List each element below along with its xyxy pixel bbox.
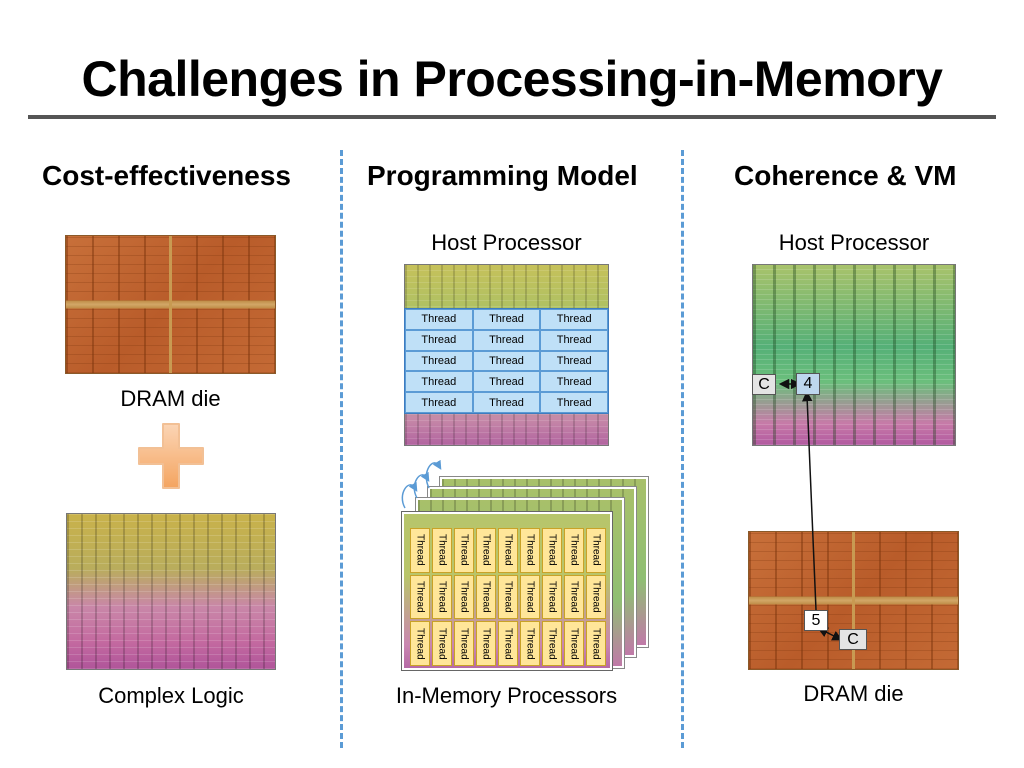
- pim-thread-label: Thread: [502, 534, 514, 567]
- column-divider-left: [340, 150, 343, 748]
- pim-thread-cell: Thread: [564, 574, 584, 620]
- pim-thread-cell: Thread: [498, 621, 518, 666]
- heading-cost-effectiveness: Cost-effectiveness: [42, 160, 291, 191]
- host-cache-tag: C: [752, 374, 776, 395]
- pim-thread-label: Thread: [436, 534, 448, 567]
- pim-thread-label: Thread: [458, 627, 470, 660]
- complex-logic-caption: Complex Logic: [98, 683, 244, 708]
- pim-thread-label: Thread: [436, 627, 448, 660]
- pim-thread-label: Thread: [546, 627, 558, 660]
- pim-thread-label: Thread: [502, 581, 514, 613]
- pim-thread-cell: Thread: [476, 528, 496, 573]
- host-step-4-tag: 4: [796, 373, 820, 395]
- pim-thread-label: Thread: [546, 581, 558, 613]
- pim-thread-label: Thread: [502, 627, 514, 660]
- host-thread-cell: Thread: [405, 329, 473, 351]
- coherence-arrows: [778, 378, 843, 641]
- pim-thread-label: Thread: [414, 534, 426, 567]
- pim-thread-cell: Thread: [476, 621, 496, 666]
- pim-thread-cell: Thread: [520, 528, 540, 573]
- dram-cache-tag: C: [839, 629, 867, 650]
- pim-thread-cell: Thread: [454, 574, 474, 620]
- pim-thread-cell: Thread: [564, 621, 584, 666]
- pim-thread-label: Thread: [546, 534, 558, 567]
- slide-title: Challenges in Processing-in-Memory: [81, 51, 943, 107]
- pim-thread-cell: Thread: [432, 621, 452, 666]
- heading-programming-model: Programming Model: [367, 160, 638, 191]
- pim-thread-cell: Thread: [520, 574, 540, 620]
- host-thread-cell: Thread: [540, 350, 608, 372]
- host-processor-caption: Host Processor: [431, 230, 582, 255]
- pim-thread-cell: Thread: [432, 574, 452, 620]
- pim-thread-label: Thread: [524, 534, 536, 567]
- host-thread-cell: Thread: [405, 392, 473, 413]
- pim-thread-cell: Thread: [498, 528, 518, 573]
- host-thread-cell: Thread: [540, 371, 608, 393]
- pim-thread-label: Thread: [436, 581, 448, 613]
- title-underline: [28, 115, 996, 119]
- pim-thread-cell: Thread: [586, 528, 606, 573]
- pim-thread-cell: Thread: [498, 574, 518, 620]
- host-thread-cell: Thread: [472, 309, 541, 330]
- host-thread-cell: Thread: [540, 309, 608, 330]
- host-thread-cell: Thread: [540, 329, 608, 351]
- plus-icon: [137, 422, 205, 490]
- pim-thread-label: Thread: [480, 581, 492, 613]
- complex-logic-image: [66, 513, 276, 670]
- coherence-host-caption: Host Processor: [778, 230, 930, 255]
- pim-thread-cell: Thread: [432, 528, 452, 573]
- pim-curved-arrows: [401, 459, 442, 509]
- pim-thread-cell: Thread: [586, 621, 606, 666]
- dram-die-caption: DRAM die: [120, 386, 221, 411]
- pim-thread-label: Thread: [480, 627, 492, 660]
- pim-thread-cell: Thread: [542, 621, 562, 666]
- pim-thread-cell: Thread: [542, 574, 562, 620]
- pim-thread-cell: Thread: [410, 528, 430, 573]
- host-thread-cell: Thread: [405, 309, 473, 330]
- pim-thread-cell: Thread: [410, 574, 430, 620]
- pim-thread-label: Thread: [568, 627, 580, 660]
- pim-thread-cell: Thread: [542, 528, 562, 573]
- pim-thread-label: Thread: [568, 581, 580, 613]
- pim-thread-cell: Thread: [564, 528, 584, 573]
- pim-thread-label: Thread: [590, 534, 602, 567]
- host-thread-cell: Thread: [472, 371, 541, 393]
- host-thread-cell: Thread: [472, 329, 541, 351]
- pim-thread-cell: Thread: [586, 574, 606, 620]
- column-divider-right: [681, 150, 684, 748]
- in-memory-processors-caption: In-Memory Processors: [395, 683, 618, 708]
- host-thread-cell: Thread: [540, 392, 608, 413]
- pim-thread-label: Thread: [590, 627, 602, 660]
- pim-thread-label: Thread: [524, 581, 536, 613]
- dram-step-5-tag: 5: [804, 610, 828, 631]
- host-thread-cell: Thread: [472, 350, 541, 372]
- pim-thread-cell: Thread: [410, 621, 430, 666]
- pim-thread-label: Thread: [568, 534, 580, 567]
- pim-thread-cell: Thread: [454, 528, 474, 573]
- pim-thread-cell: Thread: [476, 574, 496, 620]
- host-thread-cell: Thread: [405, 350, 473, 372]
- pim-thread-label: Thread: [480, 534, 492, 567]
- dram-die-image: [65, 235, 276, 374]
- pim-thread-cell: Thread: [454, 621, 474, 666]
- pim-thread-label: Thread: [590, 581, 602, 613]
- pim-thread-label: Thread: [414, 581, 426, 613]
- host-thread-cell: Thread: [405, 371, 473, 393]
- pim-thread-label: Thread: [458, 534, 470, 567]
- pim-thread-label: Thread: [458, 581, 470, 613]
- pim-thread-label: Thread: [524, 627, 536, 660]
- pim-thread-label: Thread: [414, 627, 426, 660]
- coherence-host-image: [752, 264, 956, 446]
- pim-thread-cell: Thread: [520, 621, 540, 666]
- heading-coherence-vm: Coherence & VM: [734, 160, 957, 191]
- coherence-dram-caption: DRAM die: [803, 681, 904, 706]
- host-thread-cell: Thread: [472, 392, 541, 413]
